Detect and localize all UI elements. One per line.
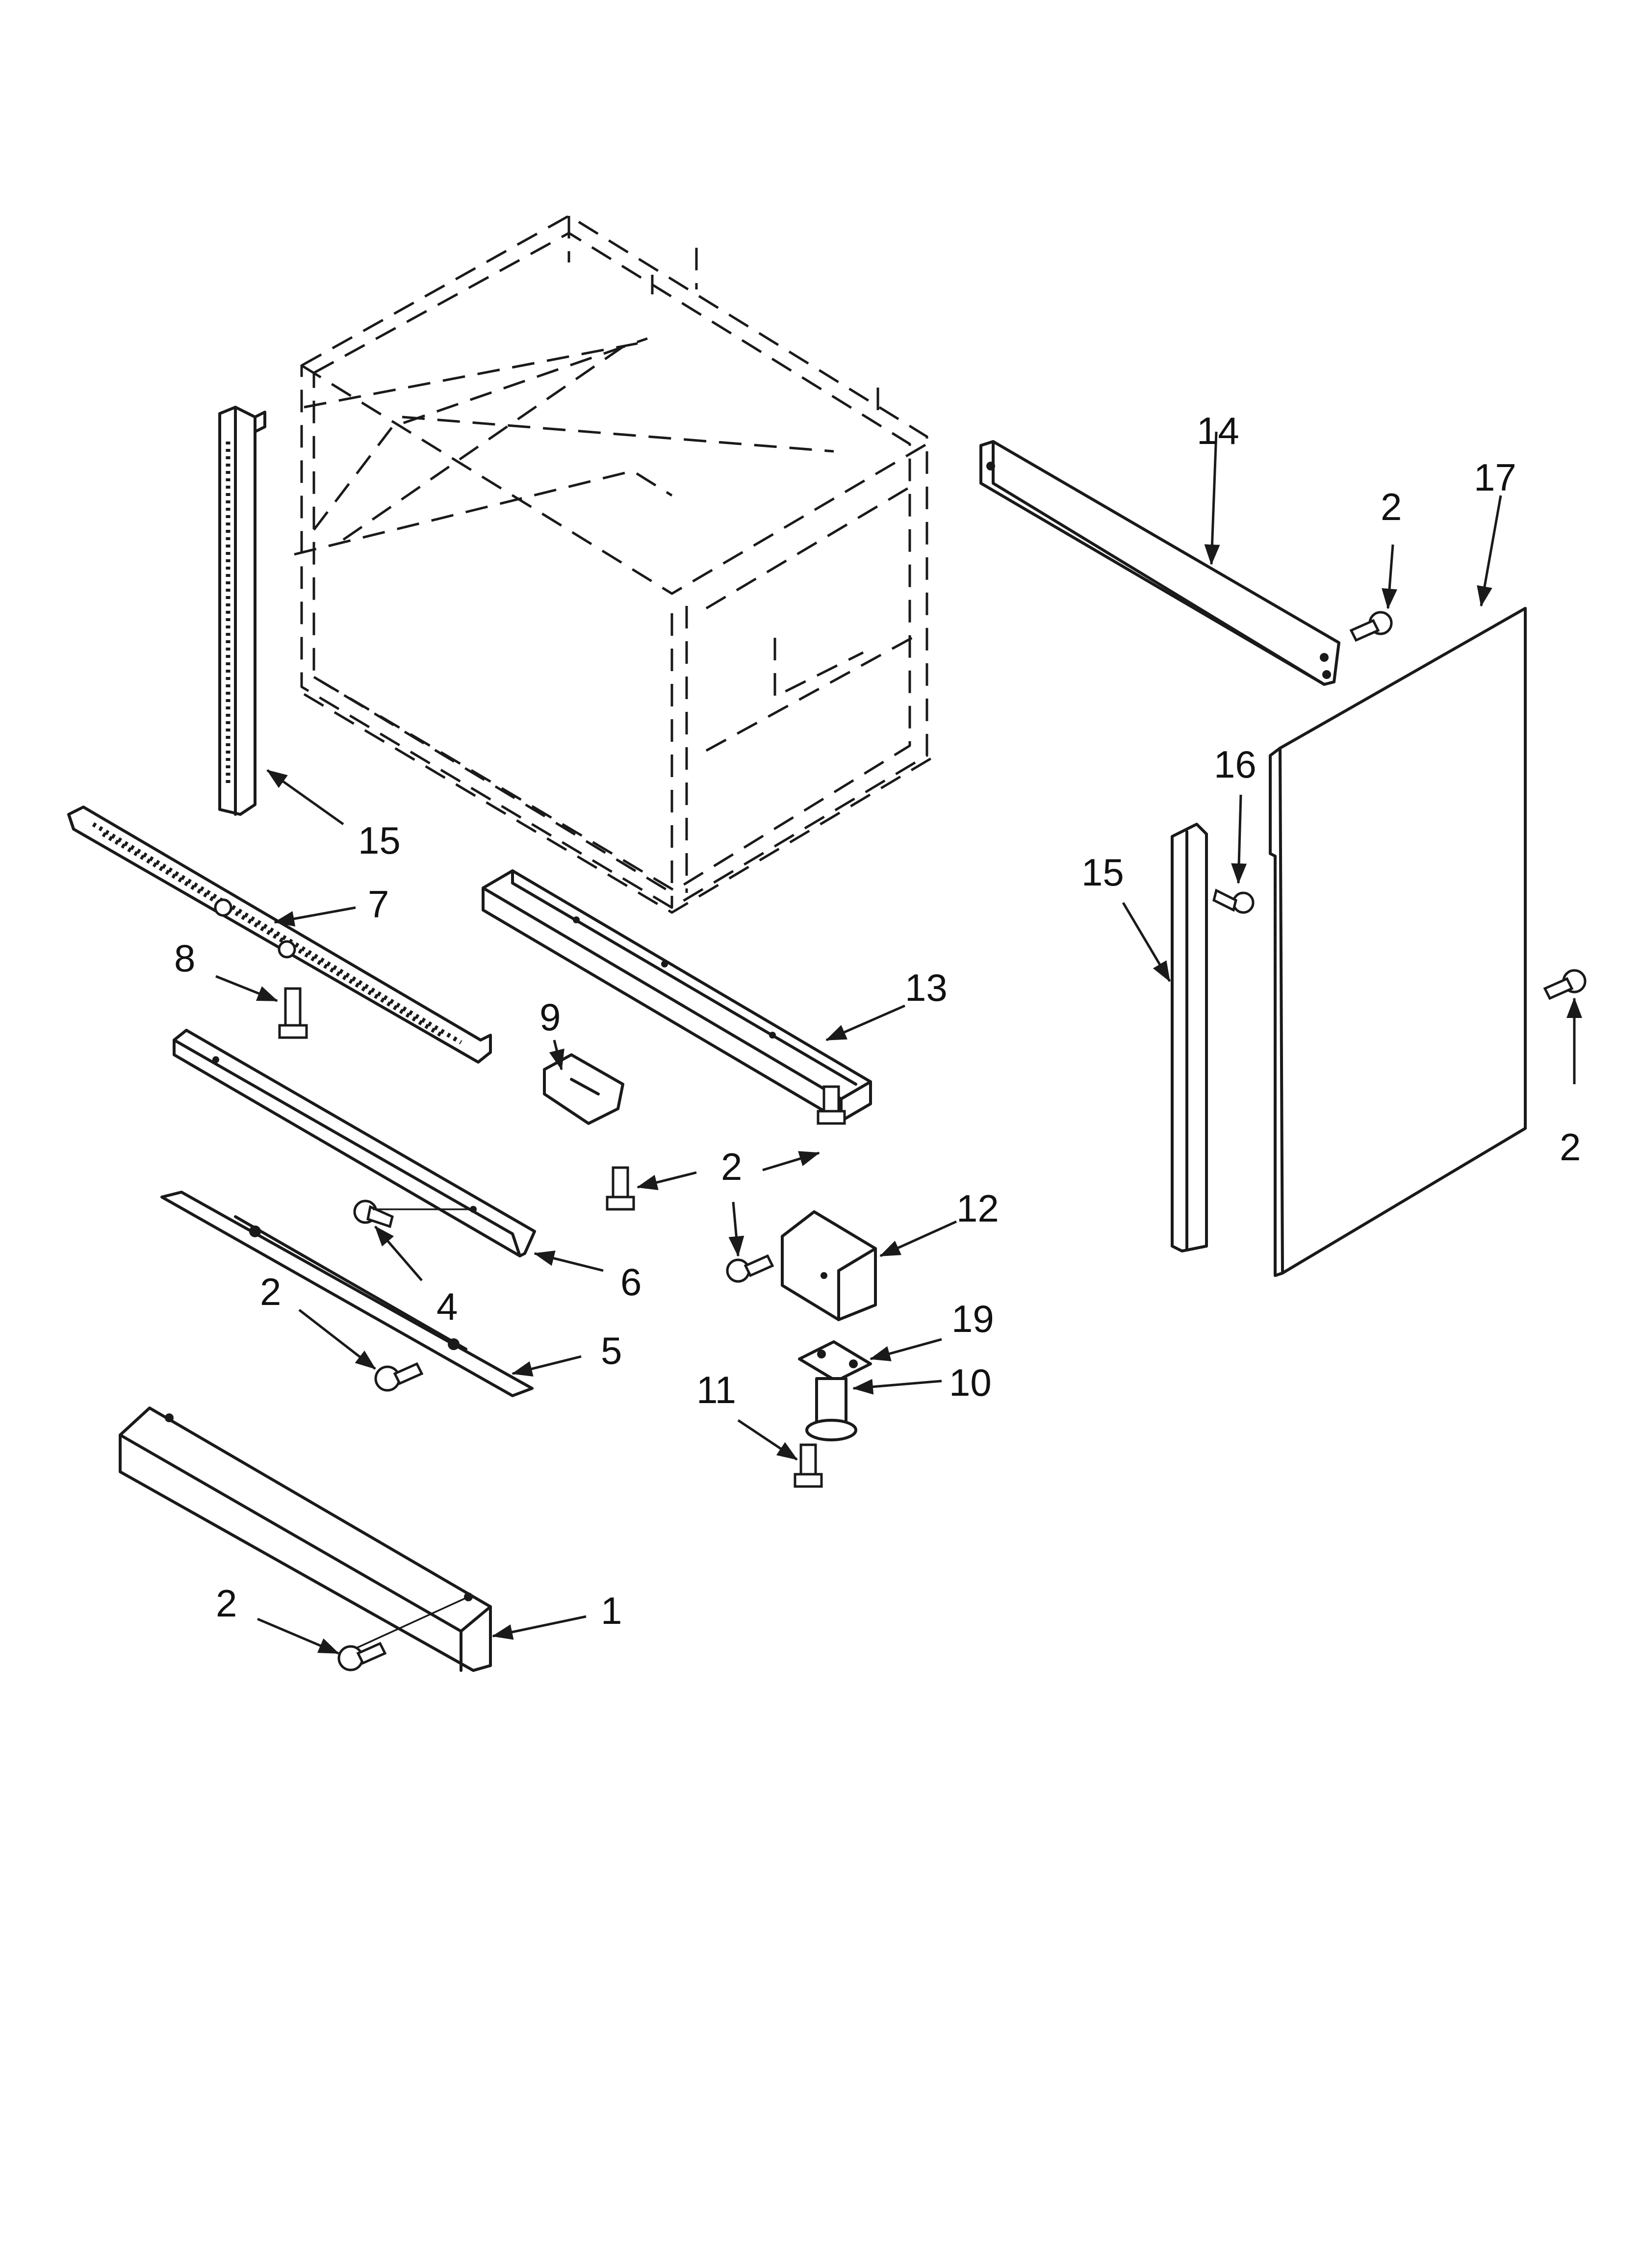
callout-6: 6: [620, 1260, 641, 1303]
toe-kick-panel: [119, 1407, 492, 1672]
callout-4: 4: [436, 1285, 458, 1328]
screw-2-center-b: [817, 1085, 846, 1125]
callout-17: 17: [1474, 456, 1516, 499]
callout-11: 11: [696, 1368, 736, 1411]
small-bracket-9: [543, 1053, 624, 1125]
screw-2-strip: [374, 1362, 424, 1392]
side-panel: [1269, 607, 1527, 1277]
callout-labels: 14 2 17 16 15 15 7 8 13 9 2 2 12 6 4 2 5…: [174, 409, 1581, 1632]
callout-14: 14: [1197, 409, 1239, 452]
leveling-leg: [798, 1340, 872, 1441]
callout-16: 16: [1214, 743, 1257, 786]
screw-2-center-a: [606, 1166, 635, 1211]
slotted-rail: [67, 806, 492, 1064]
callout-2-top: 2: [1381, 485, 1402, 528]
leader-lines: [215, 431, 1582, 1655]
callout-15-right: 15: [1081, 851, 1124, 894]
oven-cabinet-outline: [294, 214, 933, 914]
screw-11: [794, 1443, 823, 1488]
callout-5: 5: [601, 1329, 622, 1372]
screw-2-panel: [1543, 969, 1587, 1000]
screw-8: [278, 987, 308, 1039]
callout-15-left: 15: [358, 819, 401, 862]
callout-7: 7: [368, 883, 389, 926]
callout-13: 13: [905, 966, 948, 1009]
callout-2-toe-kick: 2: [216, 1582, 237, 1625]
callout-2-right: 2: [1560, 1125, 1581, 1169]
callout-9: 9: [539, 995, 561, 1039]
callout-2-center: 2: [721, 1145, 742, 1188]
callout-2-strip: 2: [260, 1270, 281, 1313]
top-rail: [979, 440, 1340, 686]
side-trim-channel-left: [218, 406, 266, 816]
callout-10: 10: [949, 1361, 992, 1404]
callout-1: 1: [601, 1589, 622, 1632]
side-trim-channel-right: [1171, 823, 1208, 1252]
clip-16: [1212, 888, 1255, 914]
callout-8: 8: [174, 937, 195, 980]
callout-19: 19: [951, 1297, 994, 1340]
screw-4: [353, 1199, 473, 1228]
flat-strip: [160, 1191, 534, 1397]
callout-12: 12: [956, 1187, 999, 1230]
mounting-bracket-12: [781, 1210, 877, 1321]
screw-2-toe-kick: [337, 1642, 387, 1671]
front-bracket: [173, 1029, 536, 1257]
screw-2-top: [1349, 611, 1393, 642]
base-rail: [482, 869, 872, 1122]
screw-2-bracket: [726, 1254, 774, 1283]
